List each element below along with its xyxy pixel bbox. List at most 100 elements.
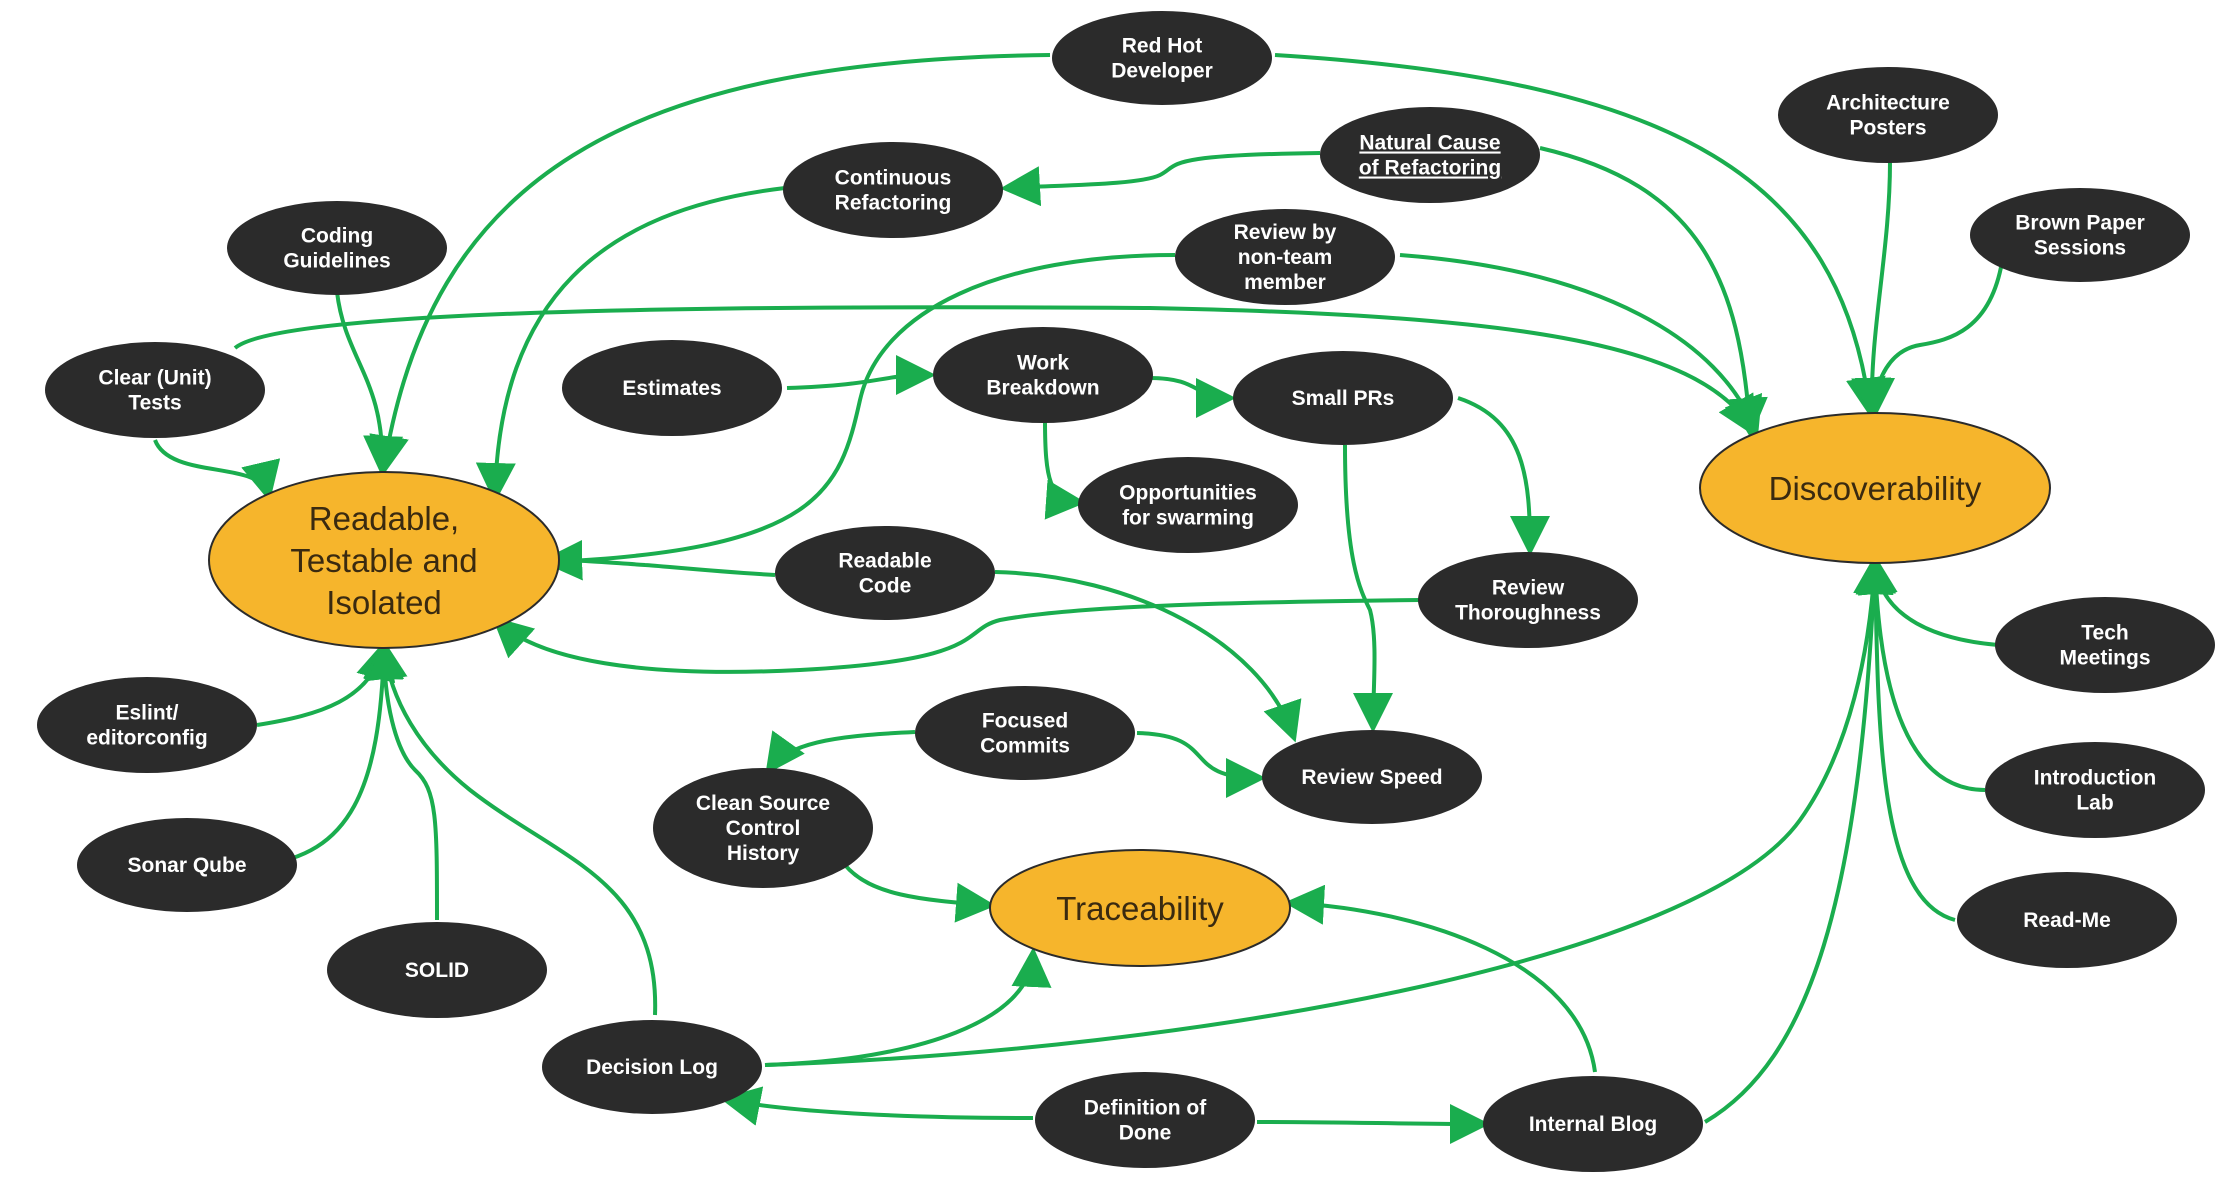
edge-red-hot-to-readable [369, 53, 1051, 476]
node-label: Done [1119, 1122, 1172, 1145]
node-label: Tests [128, 392, 181, 415]
node-shape [1175, 209, 1395, 305]
edge-readme-to-discoverability [1855, 554, 1956, 922]
node-label: Read-Me [2023, 909, 2111, 932]
node-label: of Refactoring [1359, 157, 1501, 180]
hub-shape [208, 471, 560, 649]
edge-red-hot-to-discoverability [1274, 53, 1886, 418]
edge-continuous-to-readable [475, 186, 786, 503]
node-label: Focused [982, 710, 1068, 733]
node-label: editorconfig [86, 727, 207, 750]
node-shape [775, 526, 995, 620]
node-label: Lab [2076, 792, 2113, 815]
node-shape [1035, 1072, 1255, 1168]
node-label: for swarming [1122, 507, 1254, 530]
node-label: Thoroughness [1455, 602, 1601, 625]
edge-work-to-small-prs [1149, 376, 1236, 418]
node-shape [783, 142, 1003, 238]
node-label: Brown Paper [2015, 212, 2145, 235]
edge-small-prs-to-review-speed [1343, 444, 1394, 733]
node-small-prs: Small PRs [1233, 351, 1453, 445]
node-eslint: Eslint/editorconfig [37, 677, 257, 773]
node-label: Work [1017, 352, 1069, 375]
node-label: Control [726, 817, 801, 840]
edge-readable-code-to-hub [542, 540, 776, 581]
node-solid: SOLID [327, 922, 547, 1018]
edge-clean-source-to-traceability [843, 863, 996, 923]
node-label: Sonar Qube [127, 854, 246, 877]
node-label: Opportunities [1119, 482, 1257, 505]
node-shape [1995, 597, 2215, 693]
node-label: Coding [301, 225, 373, 248]
node-shape [1970, 188, 2190, 282]
node-label: Clear (Unit) [98, 367, 211, 390]
hub-label: Testable and [290, 542, 477, 579]
node-clear-unit-tests: Clear (Unit)Tests [45, 342, 265, 438]
node-shape [933, 327, 1153, 423]
edge-internal-blog-to-discoverability [1703, 554, 1894, 1124]
edge-coding-to-readable [335, 291, 404, 476]
node-label: Review [1492, 577, 1565, 600]
edge-eslint-to-readable [256, 639, 396, 727]
node-label: Breakdown [986, 377, 1099, 400]
node-label: Clean Source [696, 792, 830, 815]
hub-discoverability: Discoverability [1699, 412, 2051, 564]
node-shape [915, 686, 1135, 780]
node-label: Red Hot [1122, 35, 1203, 58]
edge-intro-lab-to-discoverability [1856, 554, 1986, 792]
edge-solid-to-readable [364, 639, 439, 921]
node-label: Estimates [622, 377, 721, 400]
edges [153, 53, 2004, 1144]
edge-thoroughness-to-readable [492, 598, 1421, 674]
edge-natural-cause-to-discoverability [1539, 146, 1768, 438]
edge-clear-tests-to-readable [153, 439, 281, 502]
node-shape [1233, 351, 1453, 445]
node-read-me: Read-Me [1957, 872, 2177, 968]
node-label: History [727, 842, 800, 865]
hub-label: Traceability [1056, 890, 1224, 927]
node-label: Eslint/ [115, 702, 178, 725]
node-label: Definition of [1084, 1097, 1207, 1120]
node-shape [227, 201, 447, 295]
node-shape [1483, 1076, 1703, 1172]
edge-estimates-to-work [786, 355, 936, 396]
edge-work-to-opportunities [1043, 419, 1086, 520]
node-shape [1320, 107, 1540, 203]
node-shape [1418, 552, 1638, 648]
node-label: Review by [1234, 221, 1337, 244]
node-label: Code [859, 575, 912, 598]
node-label: Commits [980, 735, 1070, 758]
node-label: Architecture [1826, 92, 1950, 115]
edge-readable-code-to-review-speed [994, 570, 1302, 743]
node-shape [562, 340, 782, 436]
node-label: Continuous [835, 167, 952, 190]
edge-internal-blog-to-traceability [1284, 884, 1597, 1073]
node-shape [1262, 730, 1482, 824]
hub-shape [989, 849, 1291, 967]
edge-review-nonteam-to-readable [542, 253, 1176, 581]
node-shape [77, 818, 297, 912]
node-label: Developer [1111, 60, 1213, 83]
node-shape [45, 342, 265, 438]
hub-label: Isolated [326, 584, 442, 621]
node-shape [653, 768, 873, 888]
edge-decision-log-to-discoverability [764, 554, 1894, 1067]
edge-focused-to-clean-source [765, 730, 916, 775]
node-label: Readable [838, 550, 931, 573]
node-label: Introduction [2034, 767, 2156, 790]
hub-label: Readable, [309, 500, 459, 537]
